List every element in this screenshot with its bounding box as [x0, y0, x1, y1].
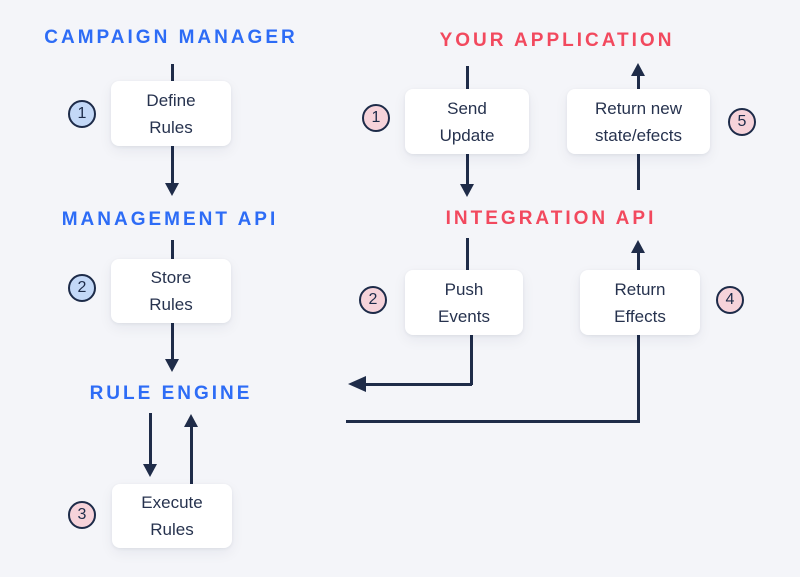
- connector-integration-to-return-new-line: [637, 154, 640, 190]
- node-store-rules: Store Rules: [111, 259, 231, 323]
- step-badge-send-update-1: 1: [362, 104, 390, 132]
- node-label: Effects: [614, 306, 666, 326]
- connector-campaign-to-define-line: [171, 64, 174, 81]
- node-label: Store: [150, 268, 192, 287]
- node-label: Send: [447, 98, 487, 118]
- step-badge-return-new-5: 5: [728, 108, 756, 136]
- step-badge-store-2: 2: [68, 274, 96, 302]
- heading-your-application: YOUR APPLICATION: [439, 30, 675, 51]
- connector-integration-to-push-line: [466, 238, 469, 270]
- connector-define-to-management-line: [171, 146, 174, 184]
- node-return-effects: Return Effects: [580, 270, 700, 335]
- node-return-new-state: Return new state/efects: [567, 89, 710, 154]
- node-label: Events: [438, 306, 490, 326]
- connector-send-to-integration-line: [466, 154, 469, 185]
- arrow-down-icon: [165, 183, 179, 196]
- heading-integration-api: INTEGRATION API: [445, 208, 657, 229]
- step-badge-define-1: 1: [68, 100, 96, 128]
- connector-execute-to-rule-engine-line: [190, 427, 193, 484]
- node-push-events: Push Events: [405, 270, 523, 335]
- arrow-left-icon: [348, 376, 366, 392]
- arrow-down-icon: [165, 359, 179, 372]
- connector-push-events-exit-vertical: [470, 335, 473, 385]
- connector-push-events-exit-horizontal: [366, 383, 472, 386]
- step-badge-push-events-2: 2: [359, 286, 387, 314]
- node-label: Return: [614, 279, 666, 299]
- step-badge-execute-3: 3: [68, 501, 96, 529]
- node-label: Execute: [141, 493, 203, 512]
- arrow-down-icon: [143, 464, 157, 477]
- node-label: Return new: [595, 98, 682, 118]
- arrow-up-icon: [631, 63, 645, 76]
- heading-rule-engine: RULE ENGINE: [89, 383, 253, 404]
- connector-application-to-send-line: [466, 66, 469, 89]
- connector-return-path-vertical: [637, 335, 640, 422]
- node-define-rules: Define Rules: [111, 81, 231, 146]
- node-label: state/efects: [595, 125, 682, 145]
- node-label: Rules: [149, 295, 193, 314]
- connector-store-to-rule-engine-line: [171, 323, 174, 360]
- arrow-up-icon: [631, 240, 645, 253]
- connector-management-to-store-line: [171, 240, 174, 259]
- heading-campaign-manager: CAMPAIGN MANAGER: [44, 27, 298, 48]
- node-label: Push: [444, 279, 484, 299]
- connector-return-path-horizontal: [346, 420, 640, 423]
- heading-management-api: MANAGEMENT API: [61, 209, 279, 230]
- arrow-down-icon: [460, 184, 474, 197]
- step-badge-return-effects-4: 4: [716, 286, 744, 314]
- node-execute-rules: Execute Rules: [112, 484, 232, 548]
- connector-return-effects-to-integration-line: [637, 253, 640, 270]
- connector-rule-engine-to-execute-line: [149, 413, 152, 465]
- arrow-up-icon: [184, 414, 198, 427]
- connector-return-new-to-application-line: [637, 76, 640, 89]
- node-send-update: Send Update: [405, 89, 529, 154]
- node-label: Rules: [149, 117, 193, 137]
- node-label: Rules: [150, 520, 194, 539]
- node-label: Update: [439, 125, 495, 145]
- node-label: Define: [146, 90, 196, 110]
